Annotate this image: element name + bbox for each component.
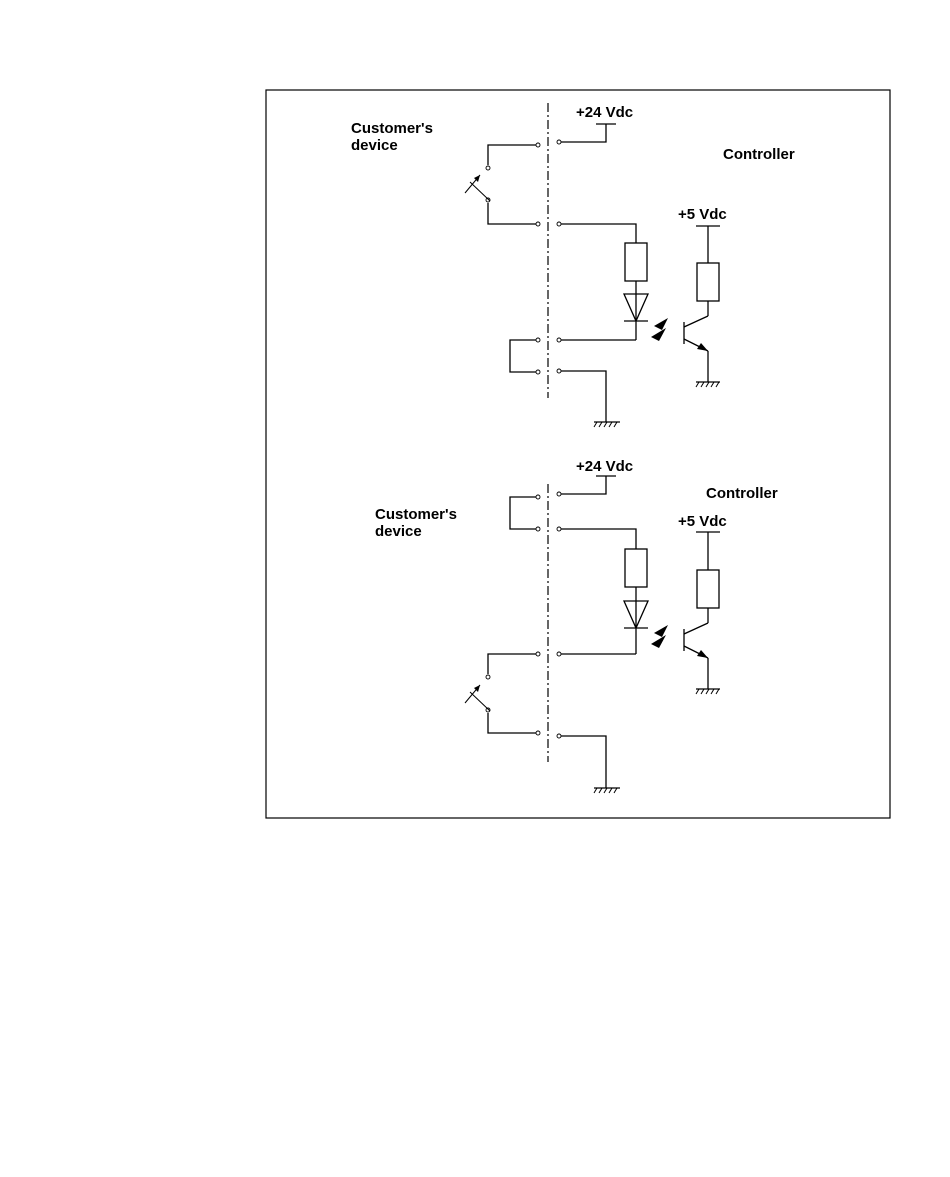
pullup-resistor (697, 570, 719, 608)
supply-24v-wire (561, 124, 606, 142)
ground-symbol (594, 788, 620, 793)
phototransistor (684, 608, 708, 689)
terminals-right (557, 492, 561, 738)
diagram-frame (266, 90, 890, 818)
terminals-right (557, 140, 561, 373)
terminals-left (536, 495, 540, 735)
ground-symbol (696, 689, 720, 694)
circuit-1: Customer's device Controller +24 Vdc +5 … (351, 103, 795, 427)
switch-contact (465, 654, 538, 733)
ground-wire (561, 736, 606, 788)
input-resistor (625, 549, 647, 587)
customer-device-label-line2: device (375, 523, 422, 540)
customer-device-label-line1: Customer's (375, 506, 457, 523)
switch-contact (465, 145, 538, 224)
input-resistor (625, 243, 647, 281)
customer-device-label-line1: Customer's (351, 120, 433, 137)
input-wire (561, 529, 636, 549)
supply-5v-label: +5 Vdc (678, 513, 727, 530)
controller-label: Controller (706, 485, 778, 502)
ground-symbol (594, 422, 620, 427)
phototransistor (684, 301, 708, 382)
supply-24v-label: +24 Vdc (576, 458, 633, 475)
supply-24v-label: +24 Vdc (576, 104, 633, 121)
ground-wire (561, 371, 606, 422)
jumper-loop (510, 497, 538, 529)
jumper-loop (510, 340, 538, 372)
optocoupler-light-arrows (651, 318, 668, 341)
input-wire (561, 224, 636, 243)
supply-24v-wire (561, 476, 606, 494)
circuit-2: Customer's device Controller +24 Vdc +5 … (375, 458, 778, 793)
controller-label: Controller (723, 146, 795, 163)
terminals-left (536, 143, 540, 374)
supply-5v-label: +5 Vdc (678, 206, 727, 223)
ground-symbol (696, 382, 720, 387)
customer-device-label-line2: device (351, 137, 398, 154)
optocoupler-light-arrows (651, 625, 668, 648)
pullup-resistor (697, 263, 719, 301)
